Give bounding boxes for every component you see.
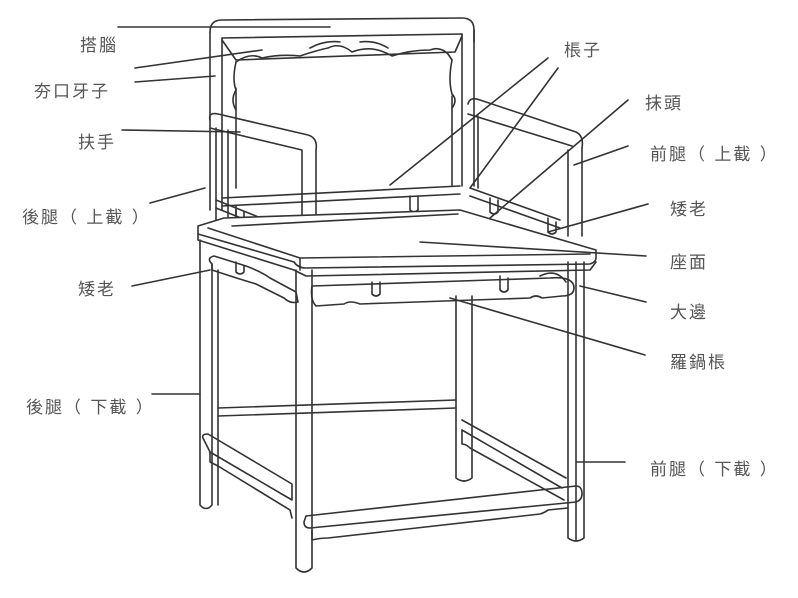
label-fushou: 扶手: [78, 133, 116, 153]
leader-lines: [117, 26, 649, 463]
leader-line-quankou-yazi: [134, 49, 263, 69]
leader-line-chengzi: [469, 67, 559, 189]
label-qiantui-lower: 前腿（ 下截 ）: [650, 460, 779, 480]
label-houtui-lower: 後腿（ 下截 ）: [26, 398, 155, 418]
label-motou: 抹頭: [645, 94, 683, 114]
leader-line-fushou: [121, 129, 241, 133]
leader-line-motou: [489, 99, 629, 219]
seat: [197, 209, 597, 277]
label-houtui-upper: 後腿（ 上截 ）: [22, 208, 151, 228]
leader-line-chengzi: [389, 57, 549, 186]
label-ailao-left: 矮老: [78, 280, 116, 300]
leader-line-quankou-yazi: [134, 75, 216, 83]
lower-stretchers: [201, 399, 583, 541]
label-quankou-yazi: 夯口牙子: [34, 82, 110, 102]
label-qiantui-upper: 前腿（ 上截 ）: [650, 145, 779, 165]
label-chengzi: 棖子: [564, 41, 602, 61]
label-zuomian: 座面: [670, 253, 708, 273]
back-frame: [209, 17, 475, 211]
leader-line-zuomian: [419, 241, 647, 257]
label-dabian: 大邊: [670, 303, 708, 323]
label-dana: 搭腦: [80, 36, 118, 56]
leader-line-luoguocheng: [449, 297, 646, 356]
label-luoguocheng: 羅鍋棖: [670, 353, 727, 373]
label-ailao-right: 矮老: [670, 200, 708, 220]
leader-line-dabian: [579, 285, 647, 303]
leader-line-houtui-upper: [149, 187, 206, 204]
leader-line-ailao-left: [131, 269, 211, 287]
apron-stretcher: [208, 255, 575, 307]
leader-line-ailao-right: [547, 203, 649, 233]
leader-line-qiantui-upper: [573, 145, 629, 166]
